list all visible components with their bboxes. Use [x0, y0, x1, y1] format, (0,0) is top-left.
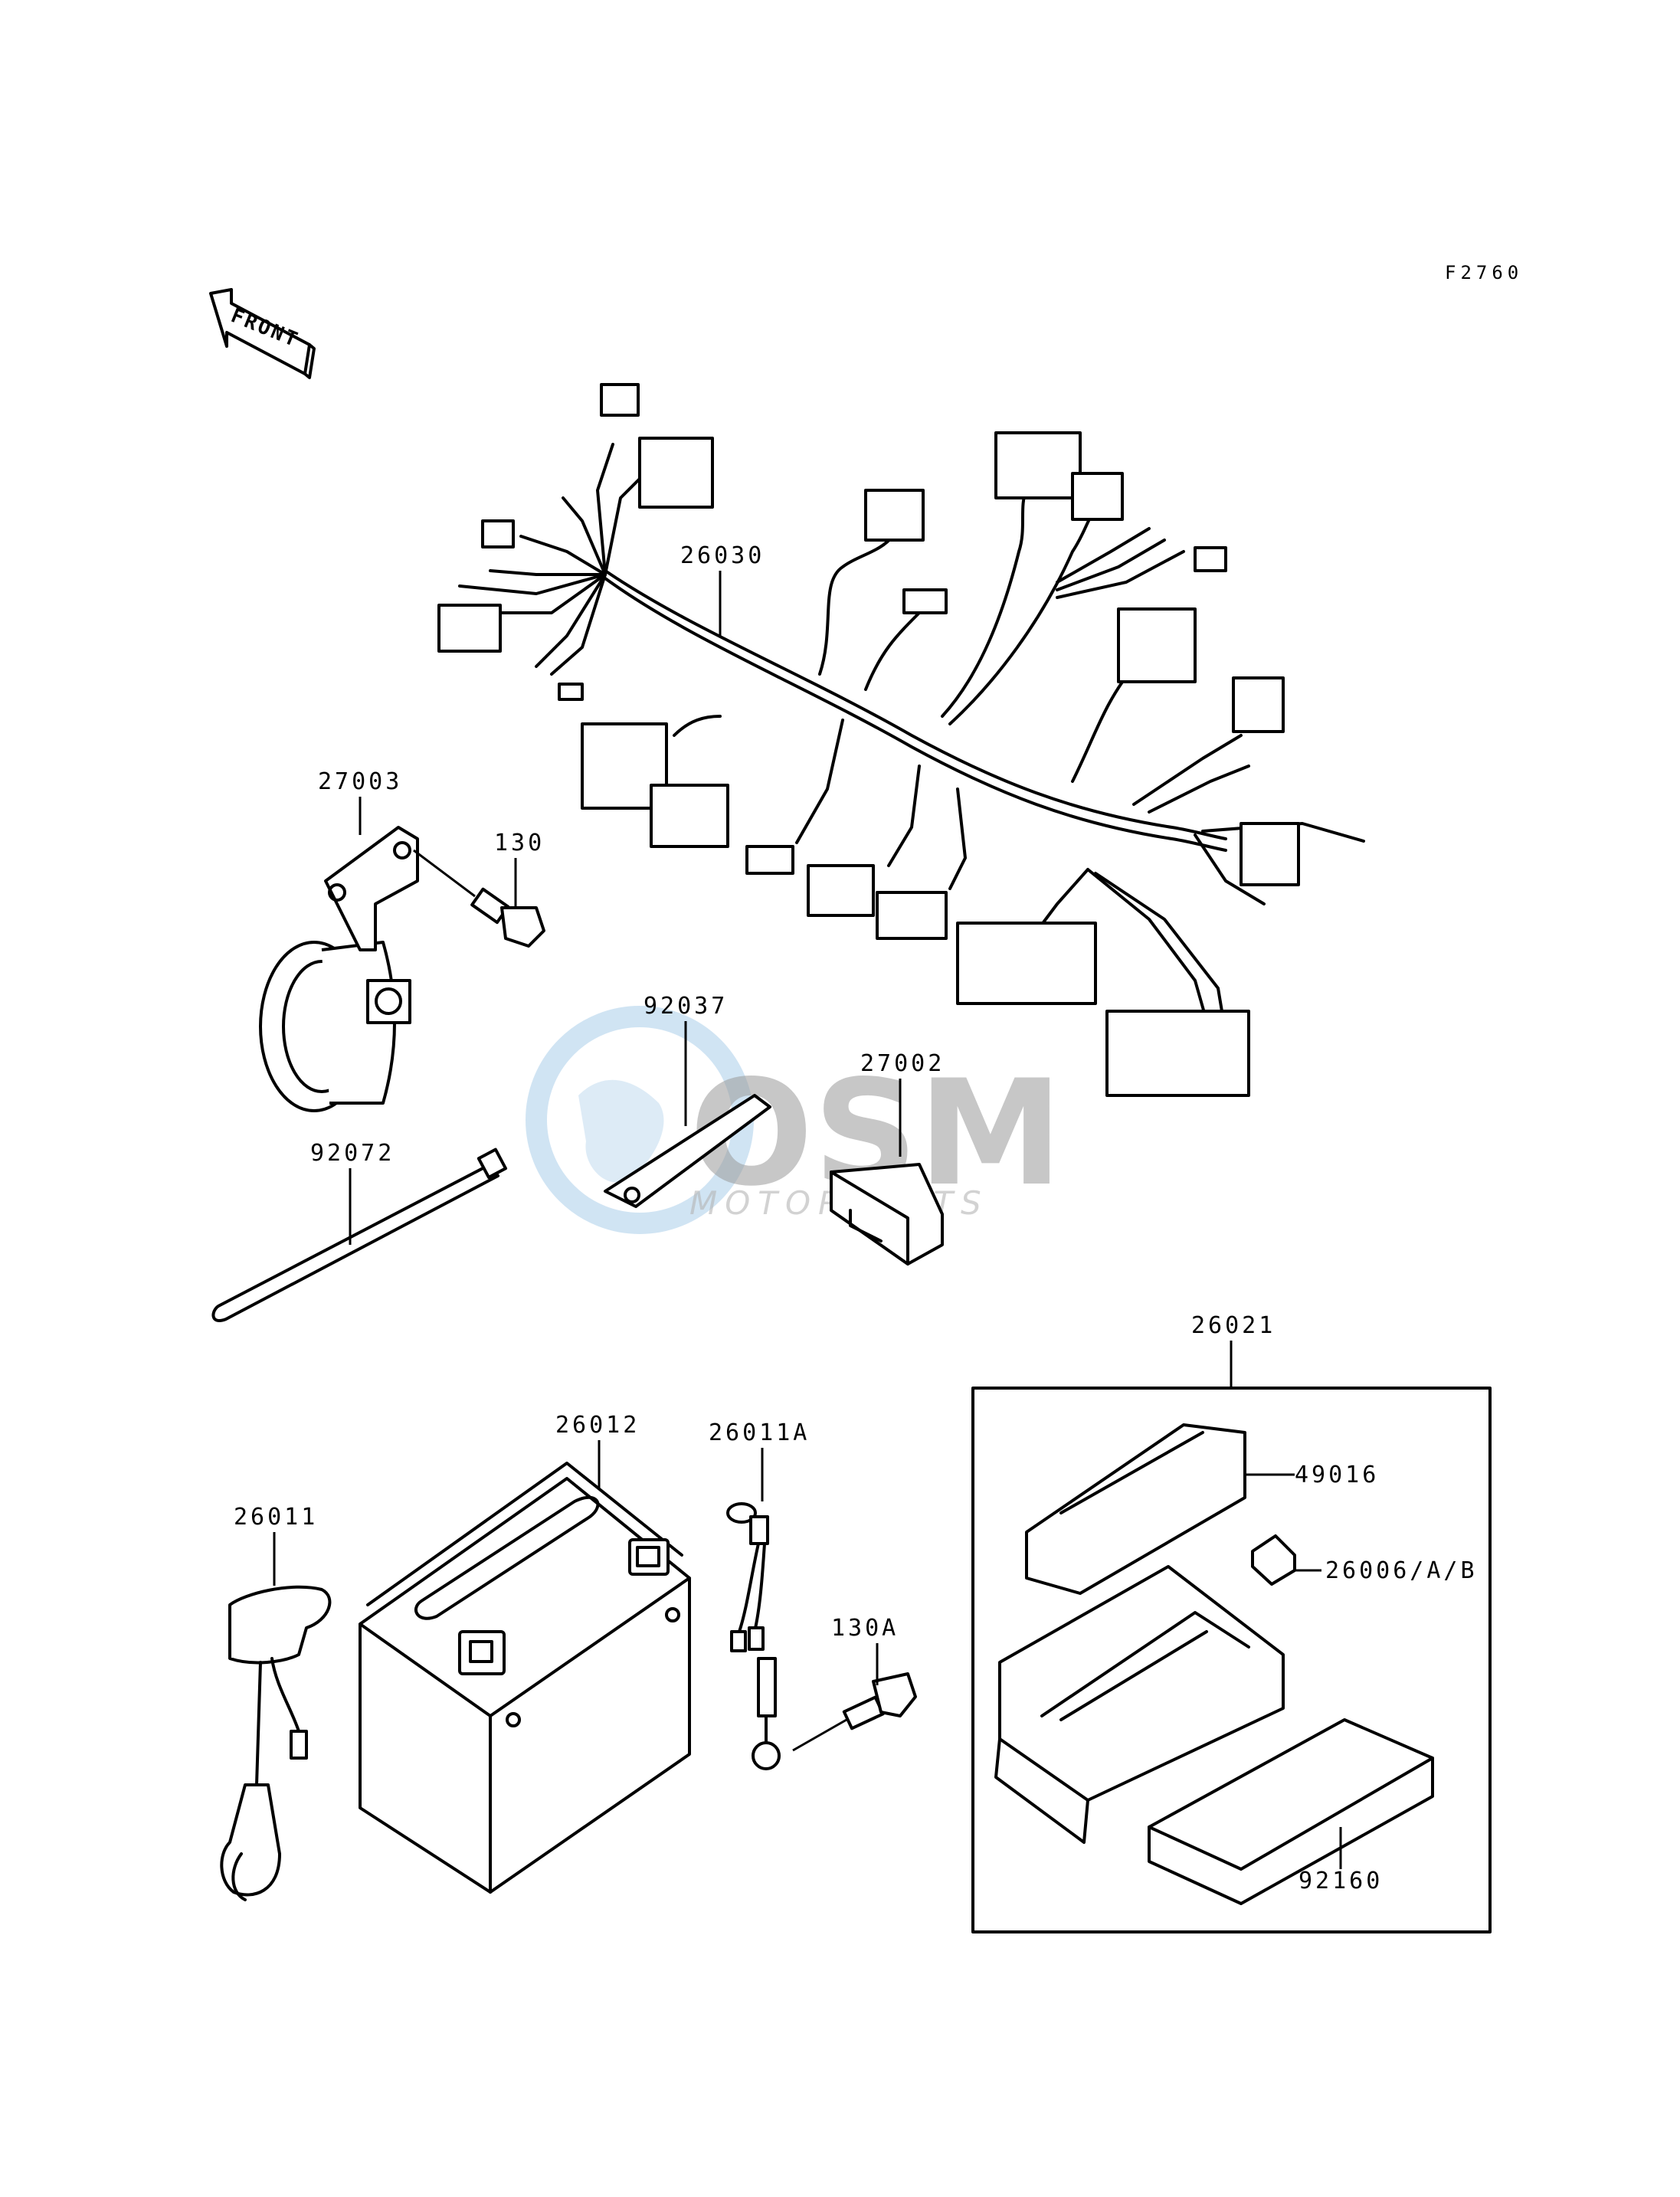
- part-number: 130A: [831, 1615, 899, 1642]
- part-number: 27002: [860, 1050, 945, 1077]
- label-26011a: 26011A: [709, 1419, 810, 1501]
- battery-26012[interactable]: [359, 1462, 691, 1894]
- part-number: 92037: [644, 993, 728, 1020]
- label-92037: 92037: [644, 993, 728, 1126]
- label-130a: 130A: [831, 1615, 899, 1685]
- label-26021: 26021: [1191, 1312, 1276, 1388]
- battery-cable-26011[interactable]: [220, 1585, 332, 1901]
- bolt-130[interactable]: [413, 849, 545, 948]
- part-number: 130: [494, 830, 545, 856]
- part-number: 26030: [680, 542, 765, 569]
- part-number: 92160: [1298, 1868, 1383, 1894]
- relay-27002[interactable]: [830, 1163, 944, 1265]
- label-26006: 26006/A/B: [1295, 1557, 1478, 1584]
- part-number: 26012: [555, 1412, 640, 1439]
- horn-27003[interactable]: [259, 826, 419, 1112]
- diagram-code: F2760: [1445, 262, 1523, 283]
- bracket-92037[interactable]: [604, 1094, 771, 1208]
- wiring-harness-26030[interactable]: [437, 383, 1365, 1097]
- front-arrow-icon: FRONT: [209, 288, 316, 379]
- label-26030: 26030: [680, 542, 765, 636]
- part-number: 27003: [318, 768, 402, 795]
- part-number: 26006/A/B: [1325, 1557, 1478, 1584]
- battery-cable-26011a[interactable]: [726, 1502, 781, 1770]
- cable-tie-92072[interactable]: [211, 1148, 508, 1322]
- part-number: 92072: [310, 1140, 395, 1167]
- label-27003: 27003: [318, 768, 402, 835]
- bolt-130a[interactable]: [792, 1672, 917, 1752]
- label-26011: 26011: [234, 1504, 318, 1586]
- label-49016: 49016: [1245, 1462, 1379, 1488]
- label-26012: 26012: [555, 1412, 640, 1490]
- label-92072: 92072: [310, 1140, 395, 1245]
- part-number: 26011A: [709, 1419, 810, 1446]
- part-number: 26021: [1191, 1312, 1276, 1339]
- label-27002: 27002: [860, 1050, 945, 1157]
- part-number: 26011: [234, 1504, 318, 1531]
- part-number: 49016: [1295, 1462, 1379, 1488]
- label-92160: 92160: [1298, 1827, 1383, 1894]
- label-130: 130: [494, 830, 545, 908]
- fuse-box-assembly-26021[interactable]: [971, 1387, 1492, 1933]
